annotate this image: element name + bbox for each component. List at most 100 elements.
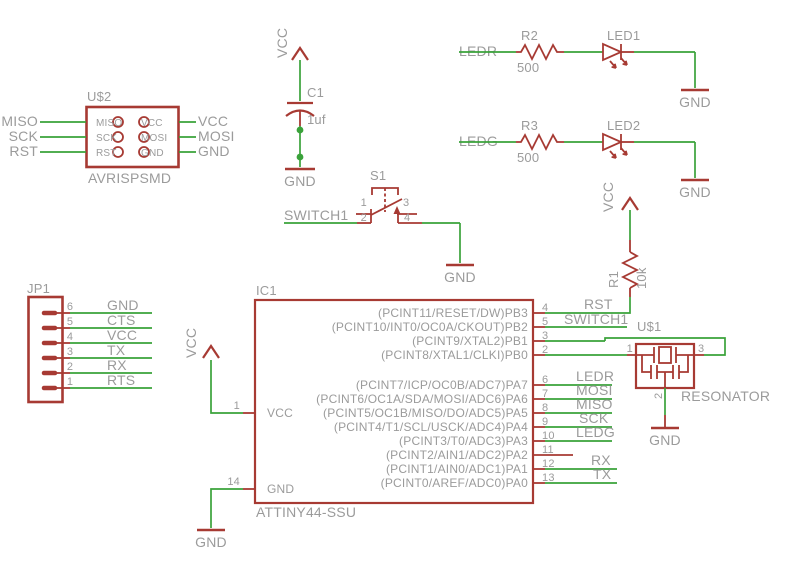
net-wire: [604, 337, 726, 356]
net-label: GND: [107, 297, 139, 313]
pin-circle: [112, 116, 124, 128]
resistor-symbol: [516, 42, 564, 62]
led-circuit-green[interactable]: LEDG R3 500 LED2 GND: [459, 118, 711, 200]
vcc-symbol: [202, 344, 220, 359]
pin-number: 13: [542, 472, 555, 484]
pin-name: (PCINT2/AIN1/ADC2)PA2: [386, 448, 528, 462]
gnd-label: GND: [284, 173, 316, 189]
pin-number: 2: [67, 361, 73, 373]
pin-name: (PCINT4/T1/SCL/USCK/ADC4)PA4: [334, 420, 528, 434]
pin-number: 2: [542, 344, 548, 356]
pin-number: 6: [67, 301, 73, 313]
pin-name: SCK: [96, 133, 117, 144]
pin-number: 12: [542, 458, 555, 470]
led-emission-arrows: [609, 57, 628, 69]
pin-name: (PCINT11/RESET/DW)PB3: [378, 306, 528, 320]
pin-circle: [112, 146, 124, 158]
pin-number: 5: [67, 316, 73, 328]
ref-label: R3: [521, 118, 538, 133]
pin-number: 10: [542, 430, 555, 442]
pin-name: GND: [141, 148, 164, 159]
pin-circle: [138, 146, 150, 158]
mcu-ic[interactable]: IC1 ATTINY44-SSU VCC GND 1 14 VCC GND (P…: [183, 283, 628, 550]
pin-name: (PCINT5/OC1B/MISO/DO/ADC5)PA5: [323, 406, 528, 420]
pin-number: 5: [542, 316, 548, 328]
pin-name: VCC: [267, 406, 293, 420]
net-label: LEDR: [576, 368, 614, 384]
vcc-label: VCC: [600, 182, 616, 212]
net-label: RX: [591, 452, 611, 468]
junction-dot: [296, 153, 304, 161]
pin-name: (PCINT8/XTAL1/CLKI)PB0: [381, 348, 528, 362]
resistor-symbol: [516, 132, 564, 152]
pin-name: MISO: [96, 118, 122, 129]
net-label: RTS: [107, 372, 135, 388]
gnd-label: GND: [444, 269, 476, 285]
part-label: RESONATOR: [681, 388, 770, 404]
net-label: TX: [593, 466, 612, 482]
pin-number: 14: [227, 476, 240, 488]
value-label: 500: [517, 60, 539, 75]
pin-name: GND: [267, 482, 294, 496]
net-label: LEDG: [576, 424, 615, 440]
led-symbol: [602, 132, 624, 152]
net-label: MISO: [576, 396, 613, 412]
ref-label: R1: [606, 271, 621, 288]
decoupling-capacitor[interactable]: VCC C1 1uf GND: [274, 28, 326, 189]
ref-label: S1: [370, 168, 386, 183]
ref-label: JP1: [27, 281, 50, 296]
pin-number: 9: [542, 416, 548, 428]
pin-name: VCC: [141, 118, 163, 129]
pin-name: (PCINT1/AIN0/ADC1)PA1: [386, 462, 528, 476]
pin-name: (PCINT7/ICP/OC0B/ADC7)PA7: [356, 378, 528, 392]
pin-circle: [112, 131, 124, 143]
ref-label: C1: [307, 85, 324, 100]
pin-number: 3: [542, 330, 548, 342]
vcc-symbol: [291, 46, 309, 61]
header-outline: [27, 295, 64, 404]
avrisp-connector[interactable]: U$2 MISO SCK RST VCC MOSI GND MISO SCK R…: [1, 89, 234, 186]
pin-circle: [138, 131, 150, 143]
value-label: 500: [517, 150, 539, 165]
pin-name: (PCINT0/AREF/ADC0)PA0: [381, 476, 528, 490]
pin-number: 8: [542, 402, 548, 414]
net-label: MOSI: [576, 382, 613, 398]
gnd-label: GND: [195, 534, 227, 550]
net-label: RST: [9, 143, 38, 159]
net-label: MOSI: [198, 128, 235, 144]
net-label: CTS: [107, 312, 136, 328]
resistor-symbol: [620, 251, 640, 289]
vcc-label: VCC: [183, 328, 199, 358]
net-label: SWITCH1: [564, 311, 628, 327]
serial-header[interactable]: JP1 6 GND 5 CTS 4 VCC 3 TX 2 RX 1 RTS: [27, 281, 152, 404]
net-label: RST: [584, 296, 613, 312]
net-label: SCK: [9, 128, 39, 144]
gnd-label: GND: [679, 184, 711, 200]
pullup-resistor[interactable]: VCC R1 10k: [545, 182, 649, 314]
pin-number: 1: [234, 400, 240, 412]
value-label: 10k: [634, 267, 649, 289]
crystal-body: [658, 346, 672, 364]
pin-number: 4: [404, 212, 410, 224]
pushbutton-switch[interactable]: S1 1 3 2 4 SWITCH1 GND: [284, 168, 476, 285]
net-label: GND: [198, 143, 230, 159]
net-label: SCK: [579, 410, 609, 426]
net-label: MISO: [1, 113, 38, 129]
net-label: RX: [107, 357, 127, 373]
pin-number: 6: [542, 374, 548, 386]
led-circuit-red[interactable]: LEDR R2 500 LED1 GND: [459, 28, 711, 110]
value-label: 1uf: [307, 112, 326, 127]
resonator[interactable]: U$1 1 3 2 RESONATOR GND: [604, 319, 770, 448]
part-label: ATTINY44-SSU: [256, 504, 356, 520]
pin-name: (PCINT3/T0/ADC3)PA3: [399, 434, 528, 448]
net-wire: [210, 360, 243, 414]
pin-number: 1: [67, 376, 73, 388]
pin-number: 2: [653, 393, 665, 399]
switch-lever: [370, 198, 403, 216]
gnd-label: GND: [649, 432, 681, 448]
pin-number: 1: [361, 197, 367, 209]
pin-name: (PCINT9/XTAL2)PB1: [412, 334, 528, 348]
pin-number: 3: [698, 343, 704, 355]
net-label: TX: [107, 342, 126, 358]
